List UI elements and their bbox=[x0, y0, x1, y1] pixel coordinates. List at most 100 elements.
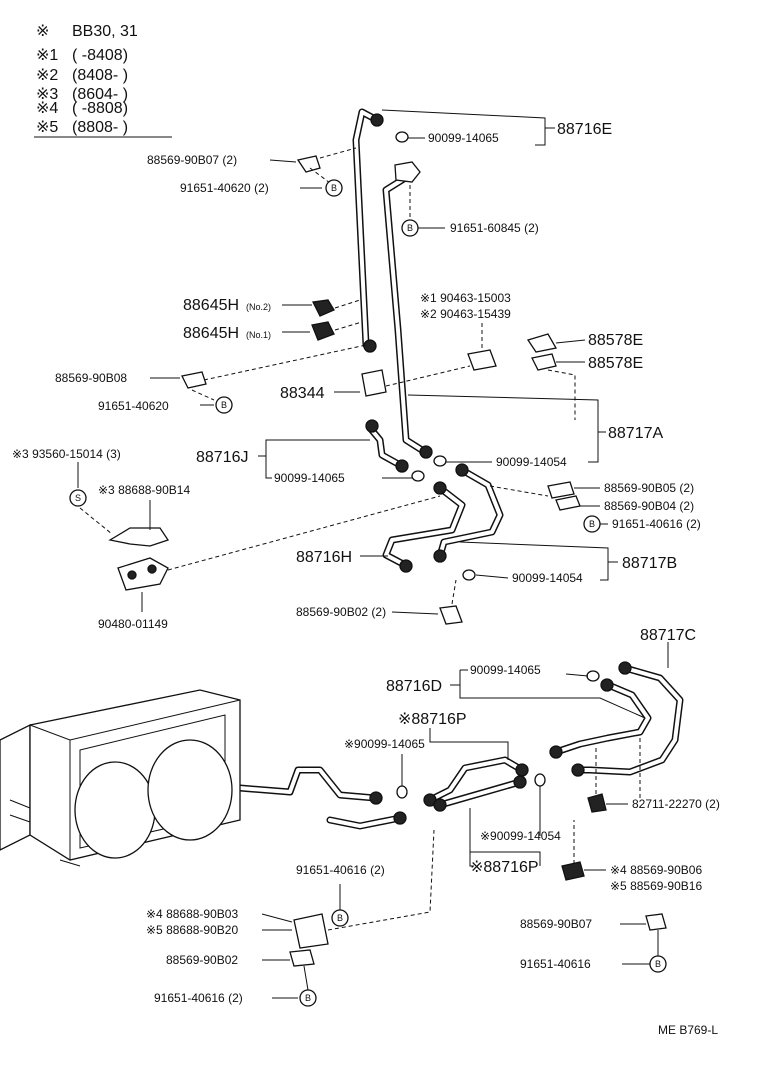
small-parts bbox=[108, 113, 667, 967]
gasket-90099-14065-d bbox=[396, 785, 408, 799]
label-88569-90B02-2: 88569-90B02 (2) bbox=[296, 605, 386, 619]
label-90463-15439: ※2 90463-15439 bbox=[420, 307, 511, 321]
badge-s bbox=[69, 489, 87, 507]
label-88716D: 88716D bbox=[386, 678, 442, 695]
badge-b-4 bbox=[583, 515, 601, 533]
pipe-88716D bbox=[552, 680, 652, 756]
nut-88716E bbox=[370, 113, 384, 127]
svg-text:B: B bbox=[305, 993, 311, 1003]
clamp-88569-90B04 bbox=[555, 495, 581, 511]
label-91651-40616: 91651-40616 bbox=[520, 957, 591, 971]
label-90099-14054-a: 90099-14054 bbox=[496, 455, 567, 469]
label-90463-15003: ※1 90463-15003 bbox=[420, 291, 511, 305]
sensor-88645H-no2 bbox=[312, 299, 335, 317]
flange-88716E bbox=[394, 161, 421, 183]
label-88716P-bottom: ※88716P bbox=[470, 859, 539, 876]
clamp-88569-90B02-2 bbox=[439, 605, 463, 625]
gasket-90099-14065-b bbox=[411, 470, 425, 482]
label-82711-22270-2: 82711-22270 (2) bbox=[632, 797, 720, 811]
label-88645H-no1: 88645H bbox=[183, 325, 239, 342]
label-91651-40620-2: 91651-40620 (2) bbox=[180, 181, 269, 195]
clamp-82711-22270 bbox=[587, 793, 607, 813]
label-88569-90B16: ※5 88569-90B16 bbox=[610, 879, 702, 893]
label-91651-40616-2-b: 91651-40616 (2) bbox=[296, 863, 385, 877]
svg-text:B: B bbox=[655, 959, 661, 969]
legend-row-1-mark: ※1 bbox=[36, 47, 58, 64]
label-88569-90B07-2: 88569-90B07 (2) bbox=[147, 153, 237, 167]
label-88578E-b: 88578E bbox=[588, 355, 643, 372]
label-88688-90B14: ※3 88688-90B14 bbox=[98, 483, 190, 497]
legend-row-4-text: ( -8808) bbox=[72, 100, 128, 117]
label-88716P-top: ※88716P bbox=[398, 711, 467, 728]
label-drawing-code: ME B769-L bbox=[658, 1023, 718, 1037]
badge-b-7 bbox=[299, 989, 317, 1007]
cooler-core-left bbox=[74, 761, 156, 859]
leader-lines bbox=[77, 109, 669, 999]
gasket-90099-14065-c bbox=[586, 670, 600, 682]
label-88645H-no2: 88645H bbox=[183, 297, 239, 314]
label-91651-40616-2-c: 91651-40616 (2) bbox=[154, 991, 243, 1005]
badge-b-5 bbox=[331, 909, 349, 927]
legend: ※ BB30, 31 ※1 ( -8408) ※2 (8408- ) ※3 (8… bbox=[34, 23, 172, 138]
label-90480-01149: 90480-01149 bbox=[98, 617, 168, 631]
badge-b-2 bbox=[401, 219, 419, 237]
label-90099-14065-b: 90099-14065 bbox=[274, 471, 345, 485]
legend-row-5-text: (8808- ) bbox=[72, 119, 128, 136]
bracket-88688-90B03 bbox=[293, 913, 329, 949]
bracket-88688-90B14 bbox=[108, 527, 170, 547]
clamp-88569-90B08 bbox=[181, 371, 207, 389]
clamp-88569-90B02 bbox=[289, 949, 315, 967]
legend-row-2-mark: ※2 bbox=[36, 67, 58, 84]
label-90099-14065-d: ※90099-14065 bbox=[344, 737, 425, 751]
label-88688-90B03: ※4 88688-90B03 bbox=[146, 907, 238, 921]
clamp-88569-90B05 bbox=[547, 481, 575, 499]
label-88716E: 88716E bbox=[557, 121, 612, 138]
clamp-88578E-b bbox=[531, 353, 557, 371]
label-88344: 88344 bbox=[280, 385, 325, 402]
label-88717B: 88717B bbox=[622, 555, 677, 572]
clamp-88569-90B06 bbox=[561, 861, 585, 881]
legend-title-mark: ※ bbox=[36, 23, 49, 40]
clamp-88569-90B07 bbox=[645, 913, 667, 931]
cooler-core-right bbox=[147, 739, 233, 841]
lower-pipes bbox=[236, 664, 684, 830]
svg-text:B: B bbox=[221, 400, 227, 410]
badge-b-3 bbox=[215, 396, 233, 414]
label-88717A: 88717A bbox=[608, 425, 663, 442]
oil-cooler-assembly bbox=[0, 689, 241, 867]
sensor-88645H-no1 bbox=[311, 321, 335, 341]
label-91651-60845-2: 91651-60845 (2) bbox=[450, 221, 539, 235]
svg-text:B: B bbox=[331, 183, 337, 193]
svg-text:B: B bbox=[589, 519, 595, 529]
gasket-90099-14054-a bbox=[433, 455, 447, 467]
legend-row-3-text: (8604- ) bbox=[72, 86, 128, 103]
label-88578E-a: 88578E bbox=[588, 332, 643, 349]
label-88569-90B08: 88569-90B08 bbox=[55, 371, 127, 385]
clamp-90463 bbox=[467, 349, 497, 371]
label-90099-14065-a: 90099-14065 bbox=[428, 131, 499, 145]
label-91651-40616-2-a: 91651-40616 (2) bbox=[612, 517, 701, 531]
label-88645H-no2-sub: (No.2) bbox=[246, 302, 271, 312]
legend-row-5-mark: ※5 bbox=[36, 119, 58, 136]
svg-text:B: B bbox=[407, 223, 413, 233]
pipe-88716H bbox=[382, 484, 466, 569]
label-90099-14054-c: ※90099-14054 bbox=[480, 829, 561, 843]
badge-b-6 bbox=[649, 955, 667, 973]
label-88688-90B20: ※5 88688-90B20 bbox=[146, 923, 238, 937]
label-88716H: 88716H bbox=[296, 549, 352, 566]
part-labels: 88716E 90099-14065 88569-90B07 (2) 91651… bbox=[12, 121, 720, 1037]
pipe-cooler-a bbox=[236, 766, 379, 802]
label-93560-15014-3: ※3 93560-15014 (3) bbox=[12, 447, 121, 461]
legend-row-4-mark: ※4 bbox=[36, 100, 58, 117]
legend-row-2-text: (8408- ) bbox=[72, 67, 128, 84]
label-90099-14054-b: 90099-14054 bbox=[512, 571, 583, 585]
label-88716J: 88716J bbox=[196, 449, 249, 466]
label-88569-90B04-2: 88569-90B04 (2) bbox=[604, 499, 694, 513]
switch-88344 bbox=[361, 369, 387, 397]
clamp-88569-90B07-2 bbox=[296, 155, 321, 173]
svg-text:B: B bbox=[337, 913, 343, 923]
grommet-90480-01149 bbox=[117, 557, 169, 591]
legend-title: BB30, 31 bbox=[72, 23, 138, 40]
label-88569-90B02: 88569-90B02 bbox=[166, 953, 238, 967]
